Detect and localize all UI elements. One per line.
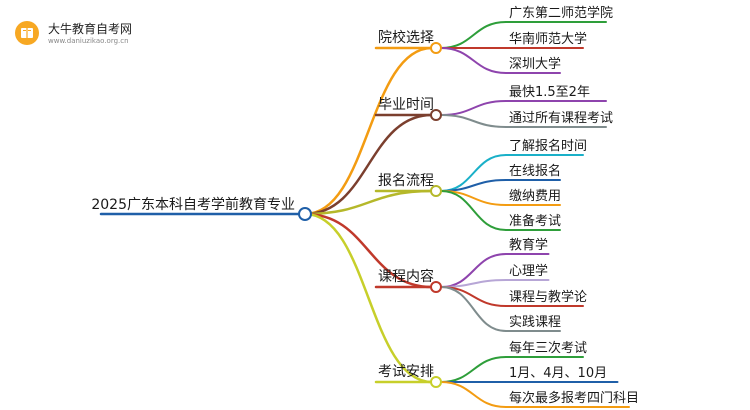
book-logo-icon	[15, 21, 39, 45]
branch-node-circle-1[interactable]	[430, 42, 442, 54]
leaf-topic[interactable]: 缴纳费用	[509, 189, 561, 204]
connector-branch-5-leaf-1	[440, 356, 507, 383]
branch-topic[interactable]: 课程内容	[378, 268, 434, 285]
site-logo[interactable]: 大牛教育自考网 www.daniuzikao.org.cn	[14, 18, 154, 50]
connector-branch-4-leaf-1	[440, 253, 507, 288]
connector-root-to-branch-5	[303, 212, 434, 384]
root-node-circle[interactable]	[298, 207, 312, 221]
branch-topic[interactable]: 报名流程	[378, 173, 434, 189]
connector-branch-4-leaf-2	[440, 279, 507, 288]
leaf-topic[interactable]: 了解报名时间	[509, 138, 587, 154]
leaf-topic[interactable]: 心理学	[509, 263, 548, 279]
connector-root-to-branch-2	[303, 113, 434, 216]
branch-node-circle-2[interactable]	[430, 109, 442, 121]
connector-branch-1-leaf-3	[440, 47, 507, 74]
leaf-topic[interactable]: 准备考试	[509, 213, 561, 229]
leaf-topic[interactable]: 通过所有课程考试	[509, 111, 613, 126]
leaf-topic[interactable]: 1月、4月、10月	[509, 366, 607, 381]
connector-root-to-branch-4	[303, 212, 434, 289]
branch-topic[interactable]: 考试安排	[378, 364, 434, 380]
connector-branch-2-leaf-1	[440, 100, 507, 116]
logo-url: www.daniuzikao.org.cn	[48, 37, 129, 45]
logo-title: 大牛教育自考网	[48, 22, 133, 36]
leaf-topic[interactable]: 每次最多报考四门科目	[509, 390, 639, 406]
branch-topic[interactable]: 毕业时间	[378, 97, 434, 113]
branch-topic[interactable]: 院校选择	[378, 29, 434, 46]
connector-branch-2-leaf-2	[440, 114, 507, 128]
leaf-topic[interactable]: 课程与教学论	[509, 289, 587, 305]
branch-node-circle-5[interactable]	[430, 376, 442, 388]
connector-root-to-branch-1	[303, 46, 434, 216]
leaf-topic[interactable]: 在线报名	[509, 163, 561, 179]
leaf-topic[interactable]: 最快1.5至2年	[509, 85, 590, 100]
leaf-topic[interactable]: 教育学	[509, 237, 548, 253]
connector-branch-1-leaf-1	[440, 21, 507, 49]
leaf-topic[interactable]: 华南师范大学	[509, 31, 587, 47]
leaf-topic[interactable]: 实践课程	[509, 315, 561, 330]
leaf-topic[interactable]: 每年三次考试	[509, 340, 587, 356]
connector-branch-5-leaf-3	[440, 381, 507, 408]
connector-branch-4-leaf-3	[440, 286, 507, 307]
leaf-topic[interactable]: 深圳大学	[509, 56, 561, 72]
branch-node-circle-4[interactable]	[430, 281, 442, 293]
connector-branch-3-leaf-4	[440, 190, 507, 231]
leaf-topic[interactable]: 广东第二师范学院	[509, 5, 613, 21]
branch-node-circle-3[interactable]	[430, 185, 442, 197]
connector-branch-4-leaf-4	[440, 286, 507, 332]
root-topic[interactable]: 2025广东本科自考学前教育专业	[91, 196, 295, 213]
